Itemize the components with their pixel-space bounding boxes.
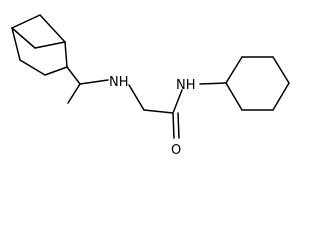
bond [225, 56, 243, 84]
bond [66, 66, 81, 85]
bond [44, 66, 68, 76]
bond [11, 27, 36, 49]
molecule-drawing: NH O NH [11, 14, 290, 158]
bond [34, 41, 66, 49]
bond [172, 89, 183, 114]
bond [143, 109, 174, 114]
bond [79, 79, 109, 85]
bond [199, 82, 227, 85]
bond [225, 82, 243, 111]
bond [272, 82, 290, 111]
bond [67, 83, 81, 104]
bond [64, 41, 68, 68]
bond [172, 112, 175, 139]
amine-nh-label: NH [109, 75, 129, 90]
bond [272, 56, 290, 84]
cyclohexane-ring [225, 56, 290, 111]
amide-nh-label: NH [176, 78, 196, 93]
ethyl-linker [66, 66, 109, 104]
amide-chain [128, 84, 183, 139]
bond [11, 14, 41, 29]
bond [39, 14, 66, 43]
bond [128, 84, 145, 111]
bond [177, 112, 180, 139]
carbonyl-o-label: O [171, 143, 181, 158]
structure-diagram: NH O NH [11, 14, 290, 158]
norbornane-ring [11, 14, 68, 76]
bond [11, 27, 21, 61]
bond [19, 59, 46, 76]
